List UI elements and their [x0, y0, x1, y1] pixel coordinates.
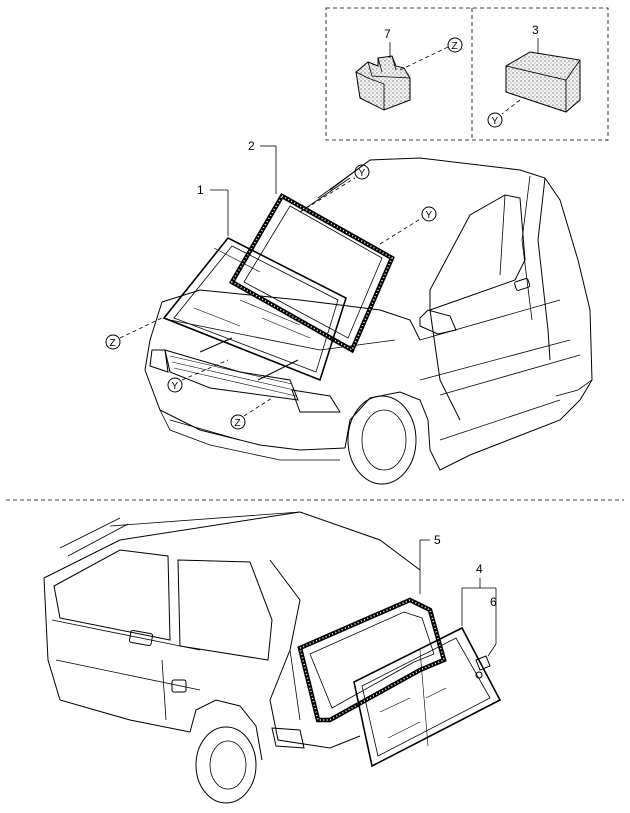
front-view: 1 2 Y Y Y Z Z: [105, 139, 593, 485]
ref-line-y-1: [299, 177, 356, 213]
ref-circle-y-inset: [487, 112, 503, 128]
rear-roof-line: [43, 511, 421, 579]
door-handle: [514, 278, 531, 291]
windshield-glass: [162, 236, 347, 382]
ref-y-2: Y: [426, 210, 433, 221]
side-mirror: [419, 309, 457, 335]
hood-line: [161, 289, 421, 341]
callout-2: 2: [248, 139, 255, 153]
callout-7: 7: [384, 27, 391, 41]
clip-block-7: 7 Z: [355, 27, 463, 111]
ref-line-y-inset: [501, 99, 521, 115]
rear-side-window-2: [177, 559, 273, 661]
front-door-window: [429, 194, 526, 311]
front-wheel-arch: [344, 391, 431, 451]
front-roof-line: [329, 157, 593, 401]
ref-circle-z-1: [105, 334, 121, 350]
ref-line-z-2: [243, 397, 273, 417]
headlight: [291, 389, 341, 413]
callout-3: 3: [532, 23, 539, 37]
ref-line-z-1: [119, 315, 167, 339]
front-bumper: [144, 339, 346, 451]
callout-4: 4: [476, 562, 483, 576]
ref-z-1: Z: [110, 338, 116, 349]
spacer-block-3: 3 Y: [487, 23, 581, 128]
ref-line-z-inset: [399, 46, 449, 71]
ref-y-inset: Y: [492, 116, 499, 127]
rear-door-handle: [128, 629, 154, 647]
ref-y-3: Y: [172, 381, 179, 392]
rear-side-window-1: [53, 549, 171, 641]
ref-line-y-3: [181, 359, 229, 381]
ref-circle-z-2: [230, 414, 246, 430]
ref-circle-y-3: [167, 377, 183, 393]
callout-6: 6: [490, 595, 497, 609]
front-wheel: [347, 395, 417, 485]
ref-z-inset: Z: [452, 41, 458, 52]
glass-clip-6: [475, 655, 491, 671]
callout-5: 5: [434, 533, 441, 547]
ref-circle-y-2: [421, 206, 437, 222]
fuel-lid: [171, 679, 187, 693]
inset-border: [325, 7, 609, 141]
rear-wheel: [195, 726, 257, 804]
windshield-seal: [228, 192, 395, 354]
callout-1: 1: [197, 183, 204, 197]
ref-z-2: Z: [235, 418, 241, 429]
ref-circle-y-1: [354, 164, 370, 180]
tail-lamp: [271, 727, 305, 749]
ref-circle-z-inset: [447, 37, 463, 53]
rear-view: 5 4 6: [43, 511, 502, 804]
back-window-glass: [353, 626, 502, 768]
ref-y-1: Y: [359, 168, 366, 179]
detail-inset: 7 Z 3 Y: [325, 7, 609, 141]
ref-line-y-2: [379, 217, 423, 245]
